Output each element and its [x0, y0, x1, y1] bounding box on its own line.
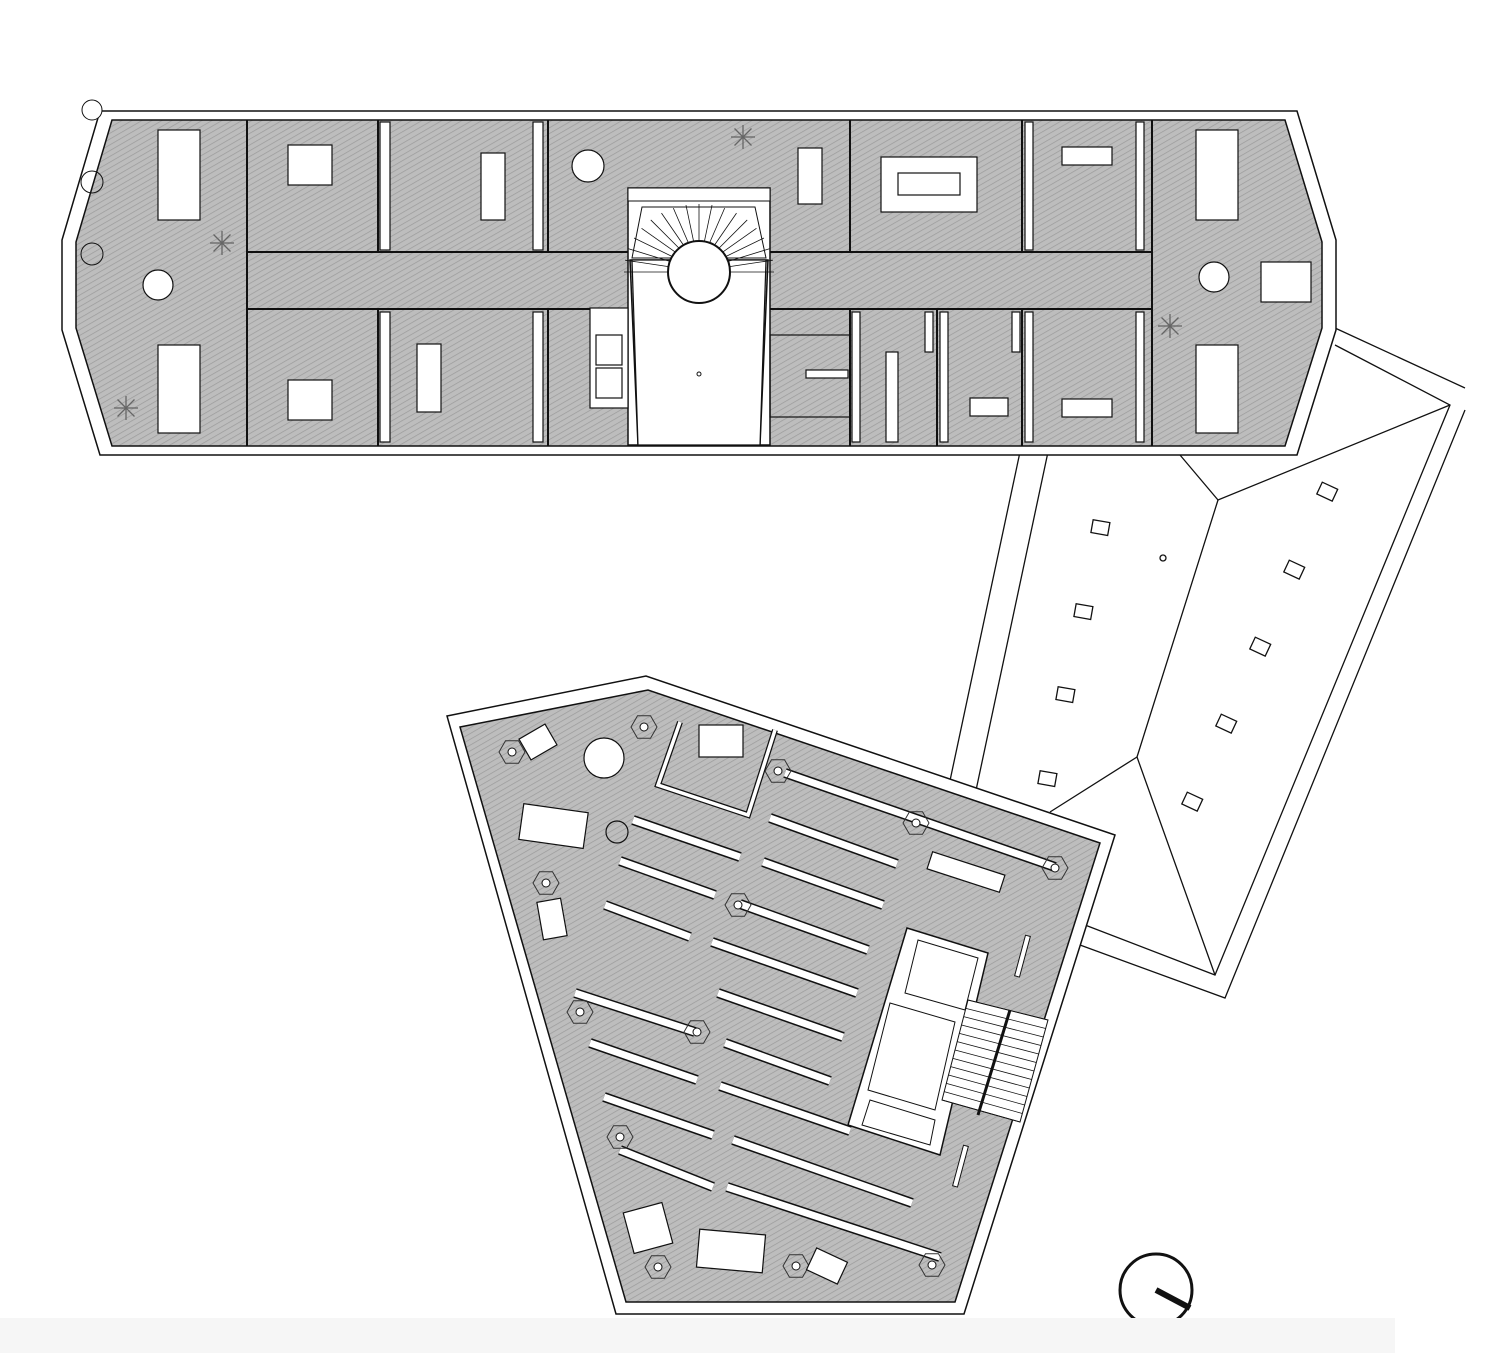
column — [639, 722, 649, 732]
column — [902, 811, 930, 835]
shelf-row — [618, 1145, 715, 1192]
column — [575, 1007, 585, 1017]
column — [733, 900, 743, 910]
lower-wing — [446, 675, 1116, 1315]
spiral-stair-icon — [624, 187, 774, 446]
column — [911, 818, 921, 828]
column — [615, 1132, 625, 1142]
column — [507, 747, 517, 757]
column — [1041, 856, 1069, 880]
column — [791, 1261, 801, 1271]
shelf-row — [731, 1135, 914, 1208]
service-core — [847, 927, 1049, 1188]
column — [498, 740, 526, 764]
shelf-row — [718, 1081, 852, 1136]
column — [782, 1254, 810, 1278]
upper-wing — [61, 99, 1337, 456]
shelf-row — [588, 1038, 699, 1085]
shelf-row — [573, 988, 697, 1037]
column — [927, 1260, 937, 1270]
adjacent-building-roof — [947, 327, 1466, 999]
shelf-row — [738, 899, 870, 955]
plant-icon — [114, 125, 1182, 420]
column — [692, 1027, 702, 1037]
shelf-row — [602, 1092, 715, 1140]
column — [630, 715, 658, 739]
skylights — [1037, 481, 1339, 813]
shelf-row — [631, 815, 742, 862]
shelf-row — [710, 937, 859, 998]
shelf-row — [768, 813, 899, 869]
column — [773, 766, 783, 776]
shelf-row — [716, 988, 845, 1042]
shelf-row — [725, 1182, 942, 1262]
column — [606, 1125, 634, 1149]
column — [653, 1262, 663, 1272]
column — [541, 878, 551, 888]
column — [566, 1000, 594, 1024]
column — [644, 1255, 672, 1279]
shelf-row — [603, 900, 692, 942]
column — [683, 1020, 711, 1044]
straight-stair-icon — [941, 999, 1049, 1123]
column — [1050, 863, 1060, 873]
shelf-row — [723, 1038, 832, 1086]
column — [532, 871, 560, 895]
shelf-row — [783, 768, 1057, 872]
shelving-rows — [498, 715, 1069, 1279]
column — [724, 893, 752, 917]
shelf-row — [761, 857, 885, 910]
column — [918, 1253, 946, 1277]
north-arrow-icon — [1118, 1252, 1194, 1328]
shelf-row — [618, 856, 717, 900]
bottom-band — [0, 1318, 1395, 1353]
